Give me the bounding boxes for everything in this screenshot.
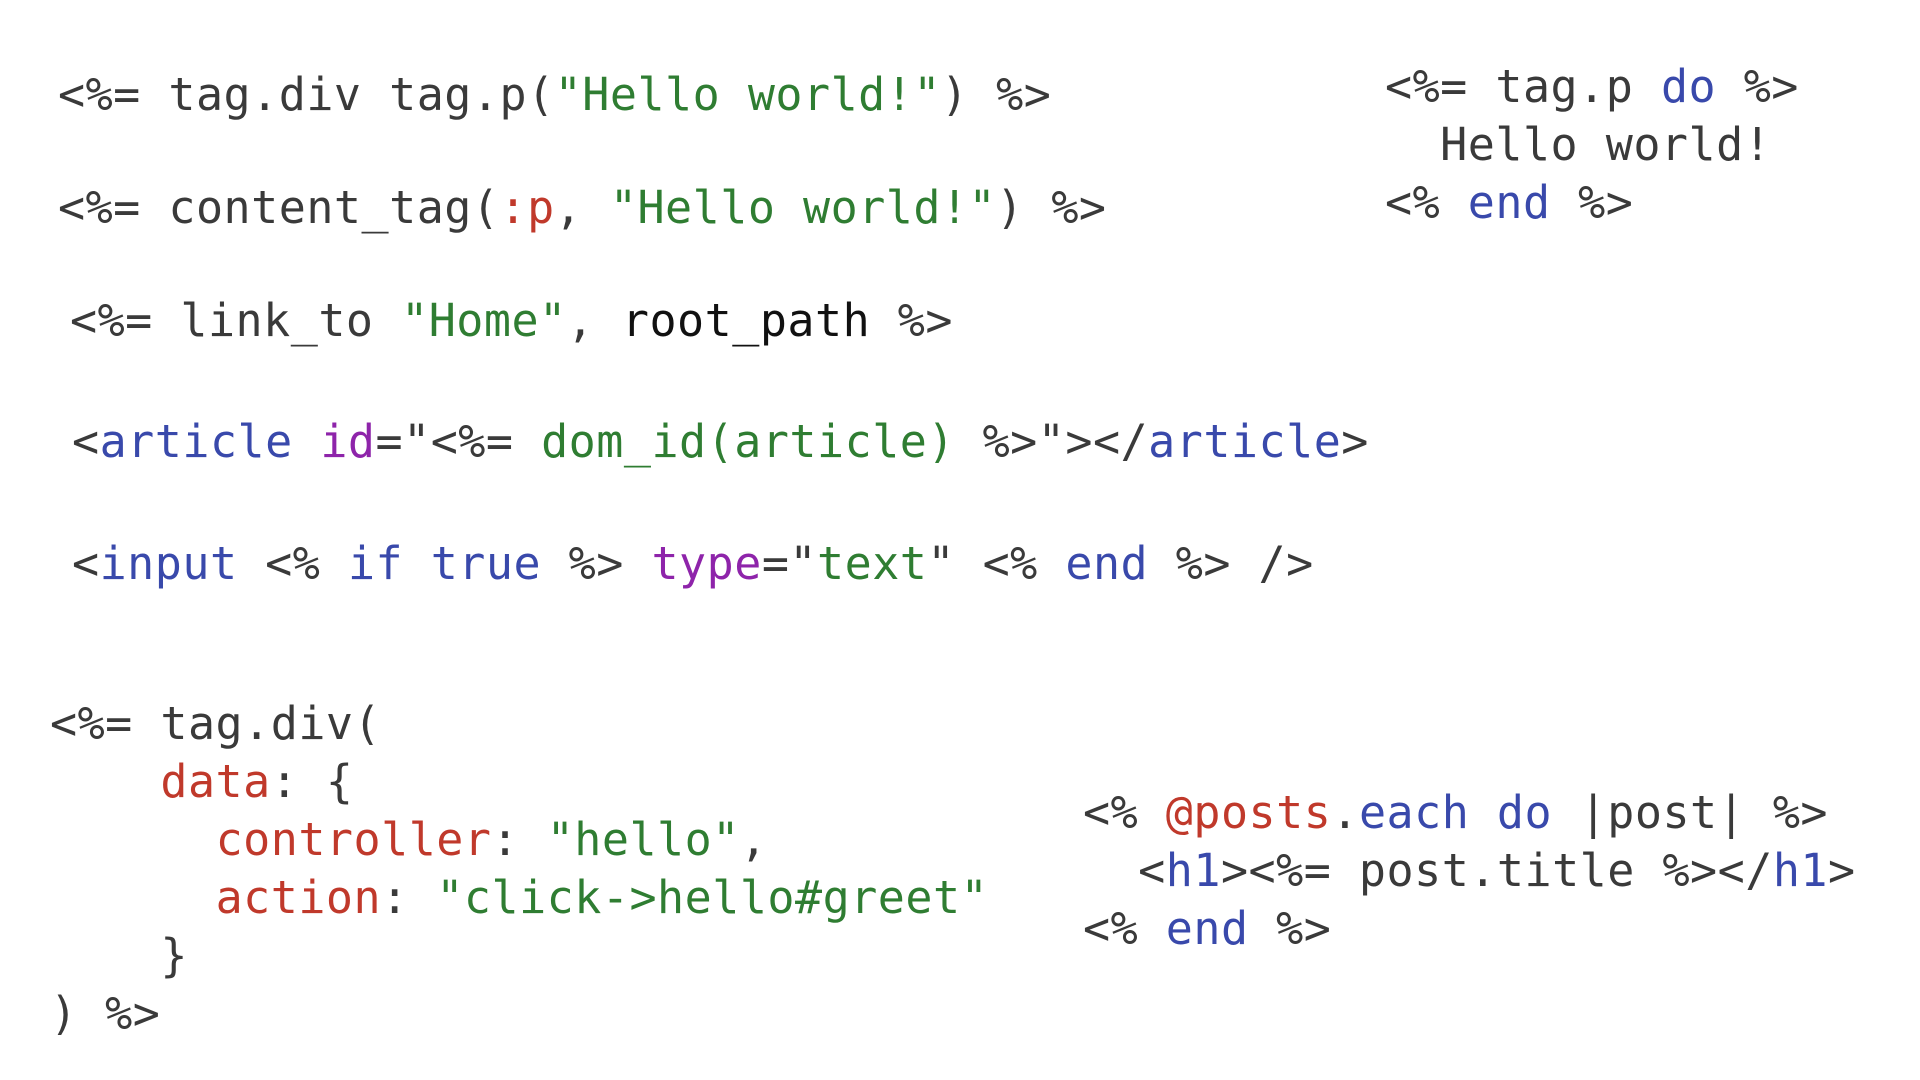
code-token-keyword: do (1660, 60, 1717, 113)
code-token-plain: > (1341, 415, 1369, 468)
code-token-symbol: data (160, 755, 271, 808)
code-token-plain: <%= link_to (70, 294, 402, 347)
code-line: Hello world! (1385, 116, 1799, 174)
code-line: <% @posts.each do |post| %> (1083, 784, 1856, 842)
code-token-plain: , (566, 294, 622, 347)
code-token-plain: <%= content_tag( (58, 181, 500, 234)
code-token-keyword: each (1358, 786, 1470, 839)
code-snippet-posts-each: <% @posts.each do |post| %> <h1><%= post… (1083, 784, 1856, 958)
code-snippet-content-tag: <%= content_tag(:p, "Hello world!") %> (58, 179, 1107, 237)
code-line: <h1><%= post.title %></h1> (1083, 842, 1856, 900)
code-line: <input <% if true %> type="text" <% end … (72, 535, 1314, 593)
code-token-plain: ><%= post.title %></ (1220, 844, 1773, 897)
code-token-keyword: if true (347, 537, 542, 590)
code-token-symbol: action (215, 871, 382, 924)
code-token-plain (293, 415, 321, 468)
code-token-tag: h1 (1165, 844, 1221, 897)
code-line: <% end %> (1083, 900, 1856, 958)
code-token-plain: =" (761, 537, 818, 590)
code-line: <%= tag.p do %> (1385, 58, 1799, 116)
code-token-plain: > (1828, 844, 1856, 897)
code-token-plain: <% (1083, 902, 1166, 955)
code-token-plain: : (381, 871, 437, 924)
code-token-keyword: end (1467, 176, 1551, 229)
code-token-string: dom_id(article) (541, 415, 955, 468)
code-token-attr: id (320, 415, 376, 468)
code-token-plain: <%= tag.div tag.p( (58, 68, 555, 121)
code-token-string: "Hello world!" (609, 181, 997, 234)
code-token-keyword: do (1496, 786, 1553, 839)
code-token-tag: article (1148, 415, 1342, 468)
code-token-plain: Hello world! (1385, 118, 1772, 171)
code-token-plain: : { (270, 755, 354, 808)
code-token-plain: <% (1385, 176, 1468, 229)
code-token-symbol: @posts (1165, 786, 1332, 839)
code-token-plain: ) %> (50, 987, 161, 1040)
code-token-plain: %> (1248, 902, 1332, 955)
code-token-plain: " <% (927, 537, 1066, 590)
code-snippet-tag-p-block: <%= tag.p do %> Hello world!<% end %> (1385, 58, 1799, 232)
code-token-attr: type (651, 537, 762, 590)
code-token-plain: < (72, 537, 100, 590)
code-snippet-article: <article id="<%= dom_id(article) %>"></a… (72, 413, 1369, 471)
code-token-plain: %> (1550, 176, 1634, 229)
code-token-plain: %> (541, 537, 652, 590)
code-token-plain: ) %> (940, 68, 1052, 121)
code-token-plain (50, 813, 216, 866)
code-snippet-link-to: <%= link_to "Home", root_path %> (70, 292, 953, 350)
code-token-plain: <% (1083, 786, 1166, 839)
code-line: data: { (50, 753, 988, 811)
code-line: controller: "hello", (50, 811, 988, 869)
code-line: <article id="<%= dom_id(article) %>"></a… (72, 413, 1369, 471)
code-line: action: "click->hello#greet" (50, 869, 988, 927)
code-line: <%= tag.div( (50, 695, 988, 753)
code-line: } (50, 927, 988, 985)
code-token-plain: |post| %> (1552, 786, 1829, 839)
code-token-plain: , (554, 181, 610, 234)
code-token-keyword: end (1065, 537, 1149, 590)
code-token-keyword: end (1165, 902, 1249, 955)
code-token-string: "Home" (401, 294, 567, 347)
code-token-plain (50, 871, 216, 924)
code-token-string: "Hello world!" (554, 68, 941, 121)
code-token-plain: <%= tag.div( (50, 697, 382, 750)
code-token-plain: %> (870, 294, 953, 347)
code-token-plain (50, 755, 160, 808)
code-token-plain: ) %> (996, 181, 1107, 234)
code-token-plain: ="<%= (375, 415, 542, 468)
code-token-plain: . (1331, 786, 1359, 839)
code-line: ) %> (50, 985, 988, 1043)
code-line: <%= tag.div tag.p("Hello world!") %> (58, 66, 1051, 124)
code-token-plain: } (50, 929, 188, 982)
code-snippet-tag-div: <%= tag.div tag.p("Hello world!") %> (58, 66, 1051, 124)
code-token-plain: , (739, 813, 768, 866)
code-line: <%= content_tag(:p, "Hello world!") %> (58, 179, 1107, 237)
code-token-plain: <%= tag.p (1385, 60, 1661, 113)
code-token-string: "click->hello#greet" (436, 871, 989, 924)
code-token-tag: h1 (1772, 844, 1829, 897)
code-snippet-tag-div-data: <%= tag.div( data: { controller: "hello"… (50, 695, 988, 1043)
code-snippet-input: <input <% if true %> type="text" <% end … (72, 535, 1314, 593)
code-token-plain: < (72, 415, 100, 468)
code-line: <%= link_to "Home", root_path %> (70, 292, 953, 350)
code-token-plain (1469, 786, 1497, 839)
code-token-plain: : (491, 813, 547, 866)
code-token-plain: %> (1716, 60, 1799, 113)
code-token-plain: %>"></ (954, 415, 1149, 468)
code-token-plain: %> /> (1148, 537, 1314, 590)
code-token-symbol: controller (215, 813, 492, 866)
code-token-tag: article (99, 415, 293, 468)
code-token-dark: root_path (621, 294, 871, 347)
code-token-plain: < (1083, 844, 1166, 897)
code-token-symbol: :p (499, 181, 555, 234)
code-token-tag: input (99, 537, 238, 590)
code-token-string: "hello" (546, 813, 740, 866)
code-line: <% end %> (1385, 174, 1799, 232)
code-token-plain: <% (237, 537, 348, 590)
code-token-string: text (817, 537, 928, 590)
